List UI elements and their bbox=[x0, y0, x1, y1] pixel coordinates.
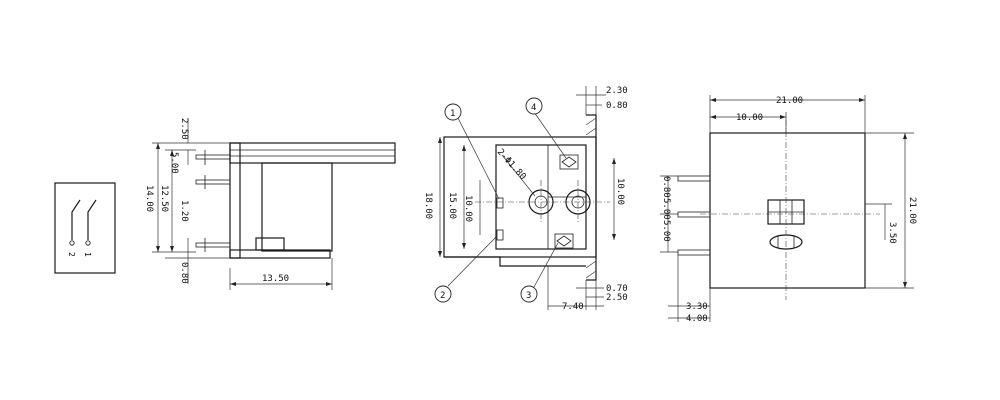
side-body bbox=[261, 162, 333, 252]
callout-4 bbox=[525, 97, 543, 115]
side-left-housing bbox=[229, 142, 241, 259]
top-pins bbox=[677, 175, 711, 256]
front-hatch bbox=[585, 117, 597, 279]
top-dim-c: 5.00 bbox=[661, 220, 671, 242]
terminal-2-dot bbox=[69, 240, 75, 246]
front-right-flange bbox=[586, 114, 597, 281]
side-dim-c: 14.00 bbox=[144, 185, 154, 212]
front-dim-top-a: 2.30 bbox=[606, 86, 628, 96]
top-dim-half: 10.00 bbox=[736, 113, 763, 123]
top-dim-width: 21.00 bbox=[776, 96, 803, 106]
top-dim-d: 3.50 bbox=[887, 222, 897, 244]
front-bottom-step bbox=[444, 256, 586, 267]
top-dim-b: 5.00 bbox=[661, 198, 671, 220]
pin-label-2: 2 bbox=[67, 252, 76, 257]
schematic-symbol: 2 1 bbox=[54, 182, 116, 274]
side-view: 2.50 5.00 12.50 14.00 1.20 0.80 13.50 bbox=[144, 118, 396, 290]
top-view: 21.00 10.00 21.00 0.80 5.00 5.00 3.50 3.… bbox=[660, 95, 917, 324]
schematic-frame bbox=[54, 182, 116, 274]
top-dim-f: 4.00 bbox=[686, 314, 708, 324]
front-dim-right: 10.00 bbox=[615, 178, 625, 205]
top-dim-e: 3.30 bbox=[686, 302, 708, 312]
top-body bbox=[709, 132, 866, 289]
side-tab bbox=[255, 237, 285, 251]
top-dim-height: 21.00 bbox=[907, 197, 917, 224]
side-dim-e: 0.80 bbox=[179, 262, 189, 284]
front-dim-height-inner: 15.00 bbox=[447, 192, 457, 219]
side-dim-width: 13.50 bbox=[262, 274, 289, 284]
side-dim-b: 12.50 bbox=[159, 185, 169, 212]
switch-contact-right bbox=[87, 199, 97, 240]
front-dim-top-b: 0.80 bbox=[606, 101, 628, 111]
callout-2 bbox=[434, 285, 452, 303]
hole-label: 2-Φ1.80 bbox=[495, 147, 528, 182]
terminal-1-dot bbox=[85, 240, 91, 246]
front-view: 1 2 3 4 2-Φ1.80 2.30 0.80 18.00 15.00 1 bbox=[423, 86, 628, 312]
front-dim-bottom-b: 2.50 bbox=[606, 293, 628, 303]
callout-3-label: 3 bbox=[526, 291, 531, 301]
callout-1-label: 1 bbox=[450, 109, 455, 119]
top-dim-a: 0.80 bbox=[661, 176, 671, 198]
front-dim-inner: 10.00 bbox=[463, 195, 473, 222]
side-pins bbox=[195, 150, 231, 252]
callout-4-label: 4 bbox=[531, 103, 536, 113]
callout-3 bbox=[520, 285, 538, 303]
callout-1 bbox=[444, 103, 462, 121]
side-dim-top: 2.50 bbox=[179, 118, 189, 140]
front-dim-height-outer: 18.00 bbox=[423, 192, 433, 219]
side-dim-a: 5.00 bbox=[169, 152, 179, 174]
pin-label-1: 1 bbox=[83, 252, 92, 257]
top-center-terminals bbox=[767, 199, 805, 250]
front-terminal-slots bbox=[496, 154, 579, 249]
switch-contact-left bbox=[71, 199, 81, 240]
front-dim-bottom-a: 0.70 bbox=[606, 284, 628, 294]
front-dim-bottom-c: 7.40 bbox=[562, 302, 584, 312]
side-top-flange bbox=[229, 142, 396, 164]
callout-2-label: 2 bbox=[440, 291, 445, 301]
side-dim-d: 1.20 bbox=[179, 200, 189, 222]
